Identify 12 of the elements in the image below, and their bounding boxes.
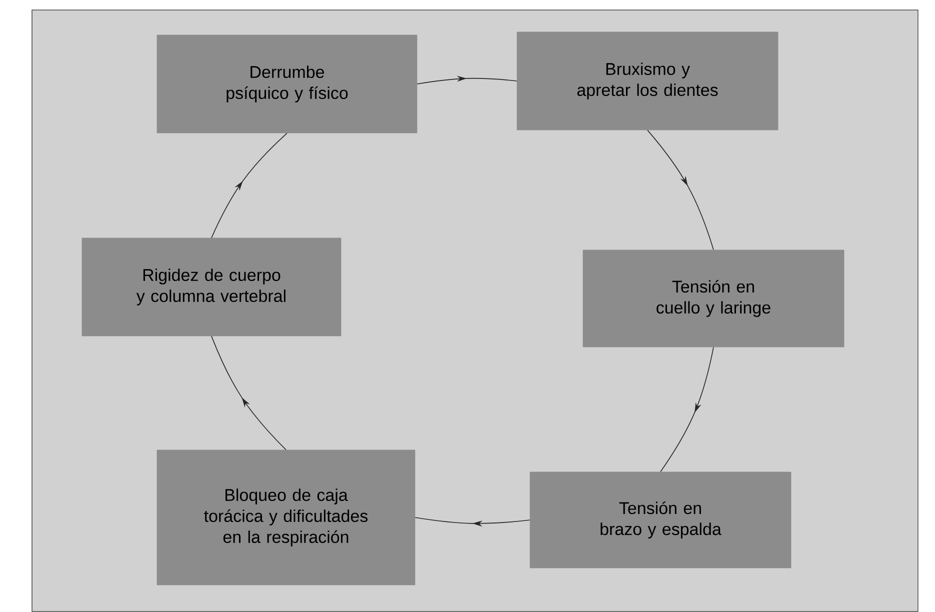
process-box: Tensión en cuello y laringe	[582, 250, 844, 348]
process-box: Tensión en brazo y espalda	[530, 472, 792, 568]
process-box: Bloqueo de caja torácica y dificultades en la respiración	[156, 450, 416, 586]
process-box: Rigidez de cuerpo y columna vertebral	[82, 238, 342, 336]
arrow	[416, 76, 518, 84]
process-box: Bruxismo y apretar los dientes	[516, 32, 778, 130]
arrow	[211, 336, 286, 450]
arrow	[660, 346, 714, 472]
arrow	[414, 517, 530, 527]
process-box: Derrumbe psíquico y físico	[156, 34, 418, 134]
arrow	[211, 132, 288, 238]
arrow	[647, 130, 714, 250]
